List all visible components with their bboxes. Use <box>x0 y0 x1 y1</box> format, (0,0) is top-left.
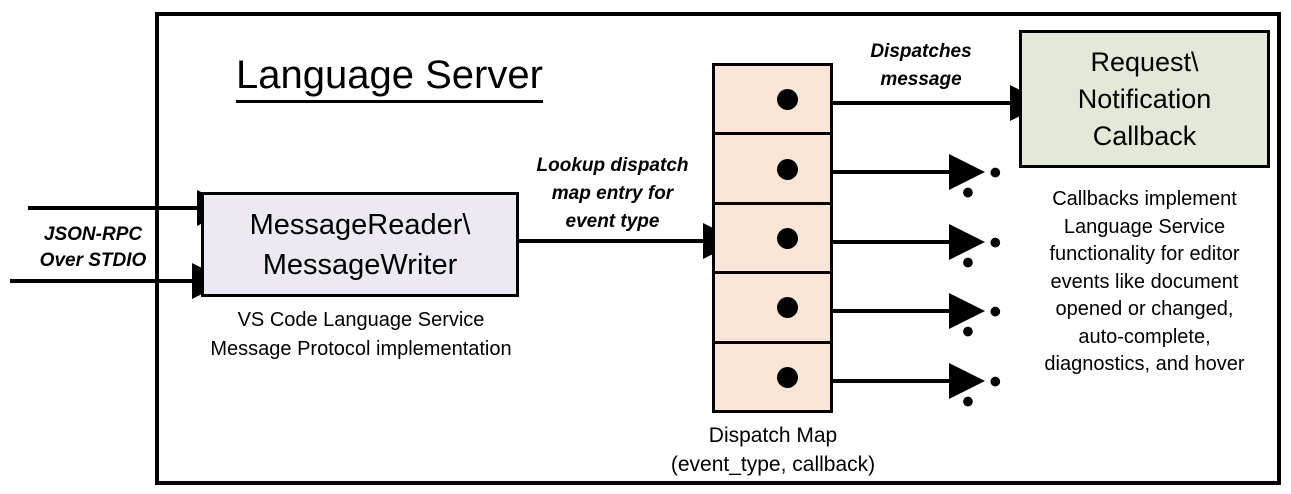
dispatches-label-line2: message <box>880 69 962 90</box>
message-box-line2: MessageWriter <box>262 248 458 281</box>
stdio-label-line1: JSON-RPC <box>43 224 143 245</box>
stdio-label-line2: Over STDIO <box>39 250 147 271</box>
language-server-boundary <box>155 12 1281 485</box>
lookup-label-line1: Lookup dispatch <box>536 155 689 176</box>
lookup-label-line3: event type <box>565 211 660 232</box>
callback-box-line3: Callback <box>1092 120 1197 151</box>
callback-desc-line5: opened or changed, <box>1055 298 1234 320</box>
message-reader-writer-box[interactable]: MessageReader\ MessageWriter <box>201 192 519 297</box>
message-box-line1: MessageReader\ <box>249 208 471 241</box>
dispatch-map-caption: Dispatch Map (event_type, callback) <box>648 421 898 479</box>
message-box-caption-line2: Message Protocol implementation <box>210 338 512 360</box>
callback-box-text: Request\ Notification Callback <box>1078 44 1212 155</box>
stdio-transport-label: JSON-RPC Over STDIO <box>18 222 168 274</box>
callback-entry-dot-icon <box>777 297 798 319</box>
ellipsis-row-2: • • • <box>962 154 1005 212</box>
callback-desc-line7: diagnostics, and hover <box>1044 353 1245 375</box>
ellipsis-row-4: • • • <box>962 293 1005 351</box>
lookup-label-line2: map entry for <box>551 183 674 204</box>
message-box-caption: VS Code Language Service Message Protoco… <box>196 306 526 364</box>
callback-box-line1: Request\ <box>1090 46 1199 77</box>
dispatches-label-line1: Dispatches <box>870 41 972 62</box>
dispatches-message-label: Dispatches message <box>836 38 1006 94</box>
callback-description: Callbacks implement Language Service fun… <box>1012 186 1277 379</box>
table-row[interactable] <box>715 205 830 275</box>
lookup-dispatch-label: Lookup dispatch map entry for event type <box>515 152 710 236</box>
callback-entry-dot-icon <box>777 228 798 250</box>
callback-desc-line2: Language Service <box>1063 215 1226 238</box>
message-box-text: MessageReader\ MessageWriter <box>250 205 471 285</box>
callback-desc-line3: functionality for editor <box>1049 243 1240 265</box>
request-notification-callback-box[interactable]: Request\ Notification Callback <box>1019 30 1270 168</box>
table-row[interactable] <box>715 66 830 136</box>
callback-desc-line6: auto-complete, <box>1078 325 1211 348</box>
page-title: Language Server <box>236 52 543 103</box>
ellipsis-row-3: • • • <box>962 224 1005 282</box>
table-row[interactable] <box>715 274 830 344</box>
callback-entry-dot-icon <box>777 158 798 180</box>
table-row[interactable] <box>715 344 830 410</box>
callback-entry-dot-icon <box>777 89 798 111</box>
callback-desc-line4: events like document <box>1050 270 1239 293</box>
table-row[interactable] <box>715 135 830 205</box>
callback-desc-line1: Callbacks implement <box>1052 188 1237 210</box>
message-box-caption-line1: VS Code Language Service <box>237 309 485 331</box>
dispatch-caption-line1: Dispatch Map <box>708 424 838 447</box>
dispatch-map-table[interactable] <box>712 63 833 413</box>
dispatch-caption-line2: (event_type, callback) <box>670 453 876 476</box>
callback-entry-dot-icon <box>777 366 798 388</box>
callback-box-line2: Notification <box>1077 83 1212 114</box>
ellipsis-row-5: • • • <box>962 363 1005 421</box>
